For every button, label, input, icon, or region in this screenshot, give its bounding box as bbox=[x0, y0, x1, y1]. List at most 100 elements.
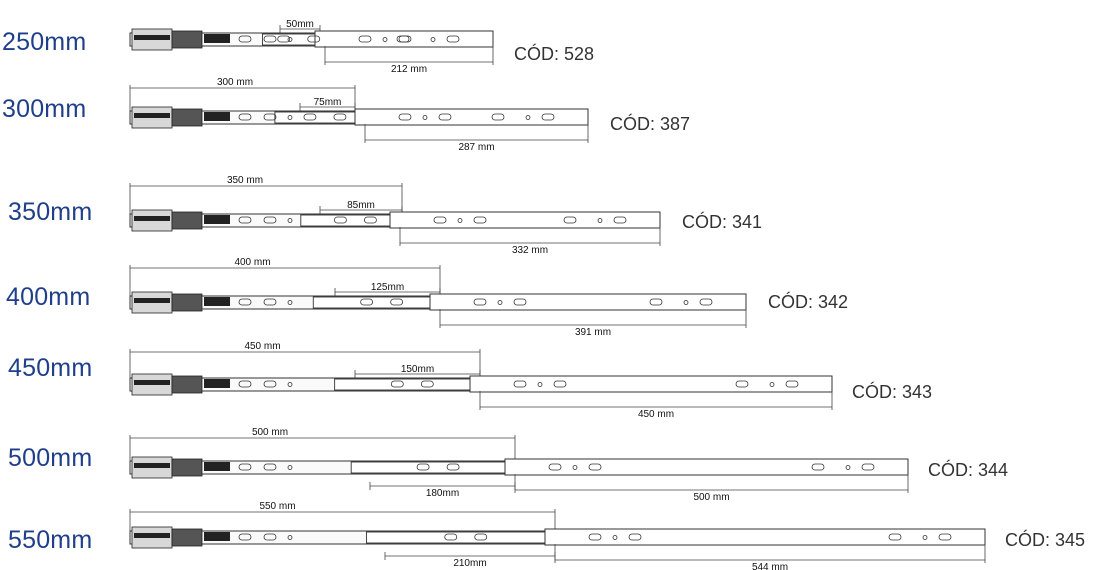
travel-dimension-text: 544 mm bbox=[752, 562, 788, 570]
code-label: CÓD: 387 bbox=[610, 114, 691, 134]
travel-dimension-text: 287 mm bbox=[458, 142, 494, 153]
code-label: CÓD: 528 bbox=[514, 44, 595, 64]
rail-dot bbox=[597, 218, 603, 223]
rail-dot bbox=[457, 218, 463, 223]
code-label: CÓD: 344 bbox=[928, 460, 1009, 480]
mechanism-bar bbox=[134, 380, 170, 385]
rail-hole bbox=[699, 298, 713, 306]
rail-dot bbox=[845, 465, 851, 470]
slide-drawing: 450 mm 150mm 450 mm bbox=[129, 341, 833, 420]
rail-dot bbox=[382, 37, 388, 42]
rail-hole bbox=[333, 216, 347, 224]
code-label: CÓD: 342 bbox=[768, 292, 849, 312]
rail-hole bbox=[785, 380, 799, 388]
rail-dot bbox=[287, 218, 293, 223]
rail-dot bbox=[287, 115, 293, 120]
extension-dimension-text: 210mm bbox=[453, 558, 486, 569]
rail-hole bbox=[238, 463, 252, 471]
size-label: 350mm bbox=[8, 198, 93, 226]
rail-hole bbox=[735, 380, 749, 388]
rail-dot bbox=[497, 300, 503, 305]
size-label: 450mm bbox=[8, 354, 93, 382]
code-label: CÓD: 345 bbox=[1005, 530, 1086, 550]
rail-hole bbox=[811, 463, 825, 471]
total-dimension-text: 450 mm bbox=[244, 341, 280, 352]
rail-dot bbox=[612, 535, 618, 540]
rail-hole bbox=[390, 380, 404, 388]
rail-hole bbox=[238, 533, 252, 541]
rail-hole bbox=[263, 298, 277, 306]
total-dimension-text: 400 mm bbox=[234, 257, 270, 268]
rail-hole bbox=[263, 216, 277, 224]
inner-rail bbox=[544, 528, 986, 546]
rail-hole bbox=[446, 463, 460, 471]
code-label: CÓD: 343 bbox=[852, 382, 933, 402]
total-dimension-text: 500 mm bbox=[252, 427, 288, 438]
inner-rail bbox=[504, 458, 909, 476]
rail-dot bbox=[287, 37, 293, 42]
rail-hole bbox=[238, 113, 252, 121]
rail-hole bbox=[263, 380, 277, 388]
rail-hole bbox=[446, 35, 460, 43]
latch-block bbox=[171, 458, 203, 477]
rail-dot bbox=[287, 382, 293, 387]
rail-hole bbox=[553, 380, 567, 388]
rail-hole bbox=[588, 533, 602, 541]
rail-hole bbox=[238, 35, 252, 43]
rail-hole bbox=[473, 298, 487, 306]
mechanism-bar bbox=[134, 533, 170, 538]
rail-hole bbox=[398, 113, 412, 121]
rail-hole bbox=[541, 113, 555, 121]
rail-dot bbox=[287, 300, 293, 305]
rail-hole bbox=[588, 463, 602, 471]
rail-dot bbox=[572, 465, 578, 470]
size-label: 550mm bbox=[8, 526, 93, 554]
inner-rail bbox=[314, 30, 494, 48]
rail-hole bbox=[548, 463, 562, 471]
rail-hole bbox=[420, 380, 434, 388]
size-label: 250mm bbox=[2, 28, 87, 56]
rail-hole bbox=[358, 35, 372, 43]
rail-hole bbox=[263, 35, 277, 43]
rail-hole bbox=[277, 35, 291, 43]
rail-hole bbox=[360, 298, 374, 306]
total-dimension-text: 300 mm bbox=[217, 77, 253, 88]
rail-hole bbox=[861, 463, 875, 471]
rail-hole bbox=[563, 216, 577, 224]
rail-hole bbox=[613, 216, 627, 224]
rail-hole bbox=[263, 113, 277, 121]
rail-hole bbox=[263, 533, 277, 541]
latch-lever bbox=[204, 379, 230, 388]
extension-dimension-text: 75mm bbox=[314, 97, 342, 108]
rail-hole bbox=[513, 298, 527, 306]
extension-dimension-text: 150mm bbox=[401, 364, 434, 375]
rail-hole bbox=[438, 113, 452, 121]
rail-hole bbox=[628, 533, 642, 541]
latch-lever bbox=[204, 532, 230, 541]
inner-rail bbox=[389, 211, 661, 229]
inner-rail bbox=[354, 108, 589, 126]
rail-hole bbox=[238, 216, 252, 224]
code-label: CÓD: 341 bbox=[682, 212, 763, 232]
rail-hole bbox=[363, 216, 377, 224]
rail-hole bbox=[390, 298, 404, 306]
latch-lever bbox=[204, 297, 230, 306]
rail-hole bbox=[491, 113, 505, 121]
mechanism-bar bbox=[134, 463, 170, 468]
travel-dimension-text: 450 mm bbox=[638, 409, 674, 420]
rail-dot bbox=[922, 535, 928, 540]
rail-hole bbox=[888, 533, 902, 541]
rail-hole bbox=[333, 113, 347, 121]
latch-block bbox=[171, 108, 203, 127]
travel-dimension-text: 500 mm bbox=[693, 492, 729, 503]
rail-dot bbox=[769, 382, 775, 387]
rail-hole bbox=[513, 380, 527, 388]
